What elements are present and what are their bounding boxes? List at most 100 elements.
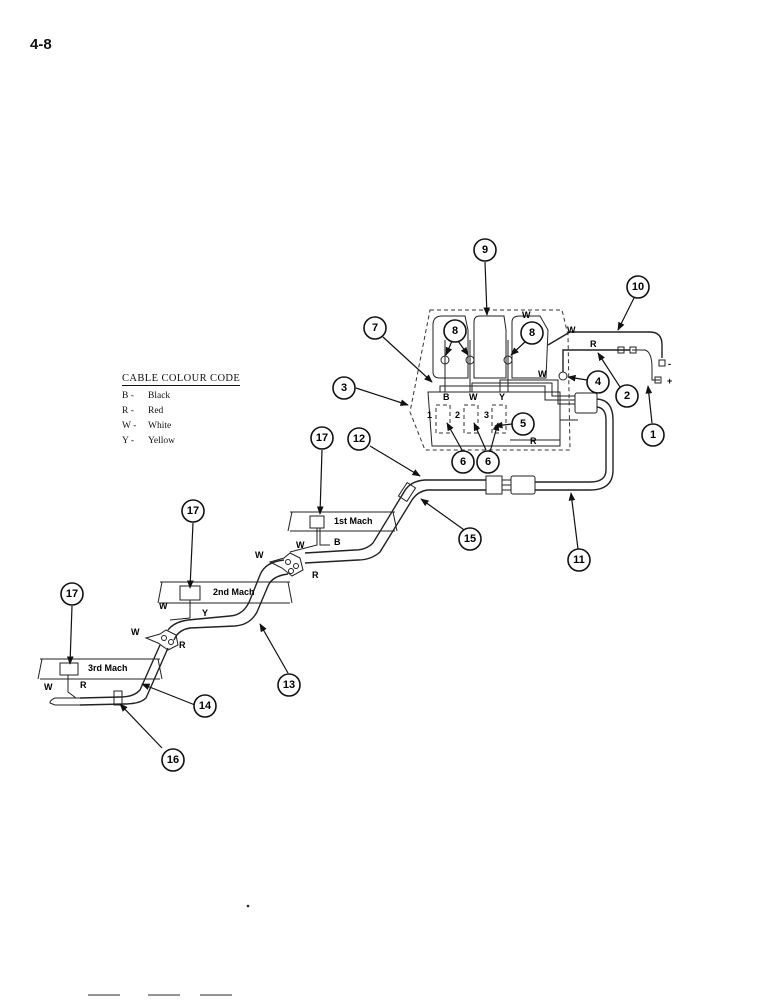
internal-wire [510,419,578,441]
leader [141,683,196,706]
callout-number: 11 [573,554,585,566]
legend-colour: Yellow [148,436,176,446]
legend-colour: Red [148,406,164,416]
wire-letter-r: R [590,339,597,349]
callout-11: 11 [567,548,591,572]
harness-end [49,697,80,706]
leader [382,336,433,383]
leader [316,449,324,515]
callout-number: 8 [529,327,535,339]
main-cable-11 [535,406,607,483]
machine-1-bar [287,511,398,532]
grommet-16 [113,690,123,706]
machine-2-bar [157,581,293,604]
wire-letter-w: W [159,601,168,611]
internal-wire [471,382,575,397]
callout-15: 15 [458,527,482,551]
harness-12 [304,479,486,554]
leader [567,374,588,382]
scan-speck [246,904,250,908]
wire-letter-w: W [567,325,576,335]
leader [355,387,409,406]
machine-3-sensor [59,662,79,676]
callout-16: 16 [161,748,185,772]
fuses [440,340,568,392]
callout-number: 17 [187,505,199,517]
callout-number: 4 [595,376,602,388]
terminal-minus [658,359,666,367]
leader [457,340,469,356]
callout-17a: 17 [310,426,334,450]
socket [510,475,536,495]
harness-13 [173,573,289,641]
leader-lines [66,261,653,749]
fuse [558,371,568,381]
t-piece-bolt [288,568,294,574]
callout-number: 15 [464,533,476,545]
wire-letter-w: W [44,682,53,692]
main-cable-11 [535,398,614,491]
callout-13: 13 [277,673,301,697]
wire-letter-w: W [538,369,547,379]
legend-item-white: W -White [122,421,262,431]
lower-compartment [427,391,561,447]
wire-letter-w: W [522,310,531,320]
machine-2-sensor [179,585,201,601]
terminal-plus [654,376,662,384]
connector [629,346,637,354]
callout-number: 1 [650,429,656,441]
callout-5: 5 [511,412,535,436]
leader [568,492,579,550]
callout-3: 3 [332,376,356,400]
relay-number: 1 [427,410,432,420]
harness-14 [79,644,161,699]
t-piece [268,552,304,577]
t-piece-bolt [168,639,174,645]
t-piece-bolt [161,635,167,641]
callout-number: 17 [66,588,78,600]
machine-2: 2nd Mach W Y W R [131,581,293,650]
leader [645,385,653,424]
relay-3 [491,404,507,434]
wire-letter-b: B [443,392,450,402]
leader [617,297,635,331]
legend-colour: Black [148,391,171,401]
supply-wire-red [562,349,630,372]
legend-code: Y - [122,436,135,446]
callout-number: 2 [624,390,630,402]
callout-4: 4 [586,370,610,394]
wire-letter-y: Y [202,608,208,618]
wire-letter-b: B [334,537,341,547]
machine-3-label: 3rd Mach [88,663,128,673]
callout-number: 3 [341,382,347,394]
t-piece [144,629,179,651]
supply-wire-plus [632,349,660,381]
cable-colour-legend: CABLE COLOUR CODE B -Black R -Red W -Whi… [122,368,262,446]
leader [489,422,500,453]
grommet-15 [397,481,417,503]
wire-letter-r: R [312,570,319,580]
leader [597,352,621,388]
legend-title: CABLE COLOUR CODE [122,373,241,386]
page-number: 4-8 [30,36,52,53]
wire-letter-w: W [255,550,264,560]
leader [483,261,491,316]
t-piece-bolt [285,559,291,565]
leader [446,422,463,451]
callout-8a: 8 [443,319,467,343]
callout-number: 10 [632,281,644,293]
machine-1-wire [319,528,330,546]
machine-2-label: 2nd Mach [213,587,255,597]
callout-number: 14 [199,700,212,712]
t-piece-bolt [293,563,299,569]
legend-colour: White [148,421,172,431]
machine-2-wire [169,600,191,621]
terminal-minus-label: - [668,359,671,369]
compartment-3 [511,315,549,379]
callout-1: 1 [641,423,665,447]
wire-letter-r: R [530,436,537,446]
callout-number: 12 [353,433,365,445]
leader [259,623,289,674]
wire-letter-w: W [296,540,305,550]
